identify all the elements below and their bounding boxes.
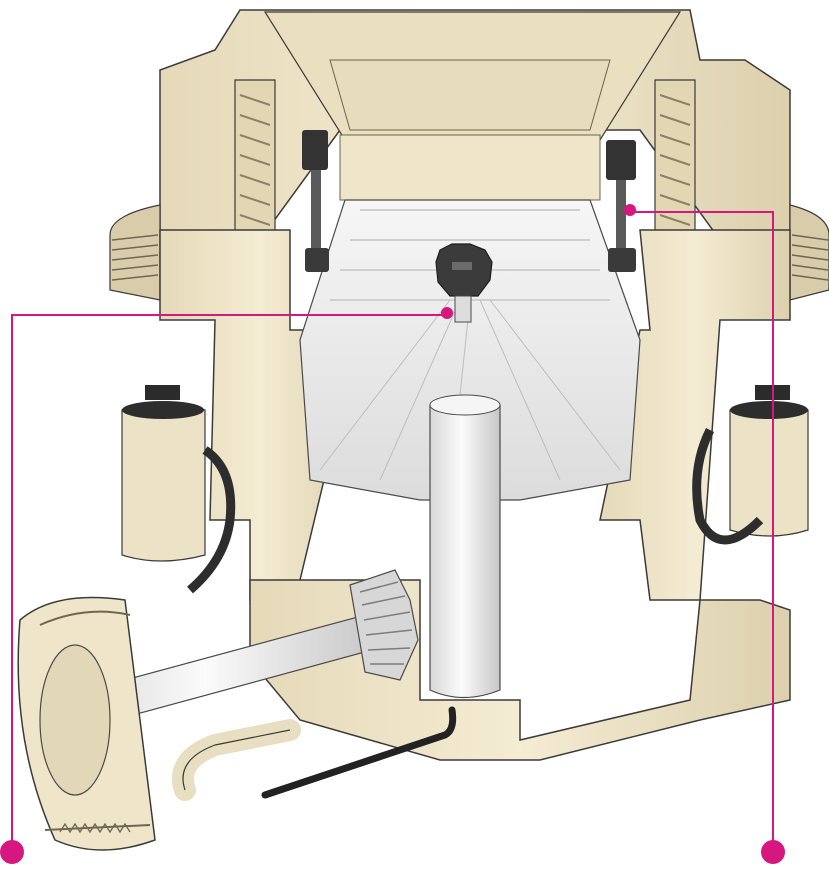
tramp-release-cylinder-right xyxy=(692,385,809,545)
drive-ring-teeth xyxy=(109,204,829,301)
lube-pipe xyxy=(172,719,301,801)
callout-right[interactable] xyxy=(624,204,785,864)
main-shaft xyxy=(429,394,501,699)
callout-right-anchor-dot[interactable] xyxy=(624,204,636,216)
callout-left-end-dot[interactable] xyxy=(0,840,24,864)
callout-left[interactable] xyxy=(0,307,453,864)
callout-left-anchor-dot[interactable] xyxy=(441,307,453,319)
bowl-hopper xyxy=(159,9,791,241)
return-hose xyxy=(261,706,457,799)
pinion-gear xyxy=(349,569,419,681)
clamp-bolt-left xyxy=(302,130,329,272)
head-center-nut xyxy=(435,243,493,323)
drive-sheave xyxy=(17,596,156,851)
tramp-release-cylinder-left xyxy=(121,385,236,594)
callout-right-end-dot[interactable] xyxy=(761,840,785,864)
adjustment-ring-bolt xyxy=(606,140,636,272)
